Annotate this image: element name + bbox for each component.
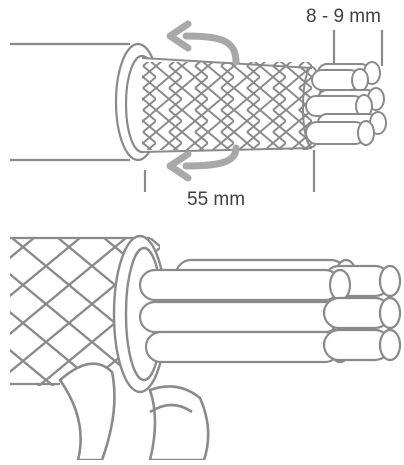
detail-conductor <box>322 296 402 330</box>
detail-figure <box>10 234 402 462</box>
rotation-arrow-bottom <box>166 144 240 182</box>
conductors <box>305 61 387 146</box>
detail-conductor <box>144 330 352 364</box>
dimension-lines <box>143 30 384 192</box>
detail-conductor <box>138 300 352 334</box>
rotation-arrow-top <box>166 20 240 66</box>
conductor <box>311 68 369 92</box>
detail-conductor <box>322 328 402 362</box>
detail-conductor <box>138 268 352 302</box>
overview-figure <box>10 20 387 192</box>
conductor <box>305 120 375 146</box>
detail-conductors <box>138 258 402 364</box>
braid-shield <box>141 57 322 153</box>
sheath-length-label: 55 mm <box>187 189 246 210</box>
outer-jacket <box>10 42 130 162</box>
foil-tape <box>58 362 210 462</box>
strip-length-label: 8 - 9 mm <box>306 6 381 27</box>
